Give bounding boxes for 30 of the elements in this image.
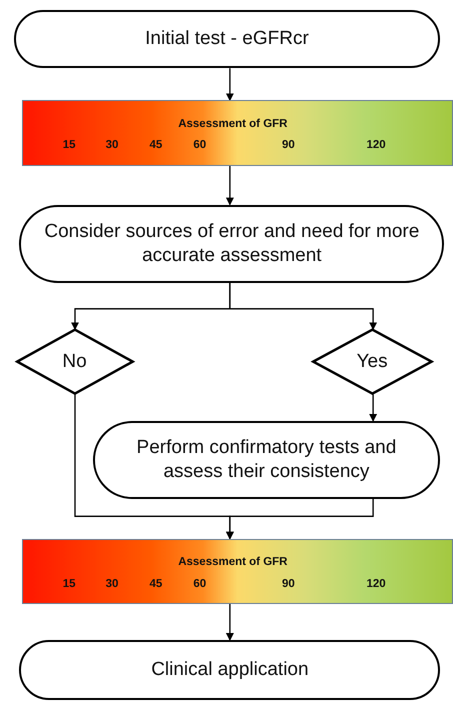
decision-label: Yes [356,350,388,373]
scale-tick-label: 120 [366,578,386,590]
scale-tick-label: 60 [193,139,206,152]
gfr-scale-bar [22,538,453,604]
scale-tick-label: 15 [62,578,76,590]
arrow [229,282,378,330]
scale-tick-label: 60 [193,578,206,590]
gfr-scale-bar [22,100,453,166]
decision-diamond [312,329,433,395]
scale-title: Assessment of GFR [178,118,288,130]
scale-tick-label: 15 [62,139,76,152]
scale-tick-label: 120 [366,139,386,152]
scale-tick-label: 30 [106,139,118,152]
scale-tick-label: 45 [150,139,162,152]
arrow [226,68,234,102]
decision-label: No [62,350,87,373]
decision-diamond [16,329,134,395]
scale-tick-label: 30 [106,578,118,590]
arrow [226,604,234,641]
step-label: Initial test - eGFRcr [145,27,309,51]
step-label: Clinical application [151,658,309,682]
step-label: Consider sources of error and need for more accurate assessment [43,220,420,268]
arrow [226,498,374,540]
arrow [226,166,234,206]
scale-tick-label: 45 [150,578,162,590]
scale-tick-label: 90 [282,139,295,152]
arrow [369,394,378,422]
step-label: Perform confirmatory tests and assess their consistency [136,436,398,484]
scale-title: Assessment of GFR [178,556,288,568]
scale-tick-label: 90 [282,578,295,590]
